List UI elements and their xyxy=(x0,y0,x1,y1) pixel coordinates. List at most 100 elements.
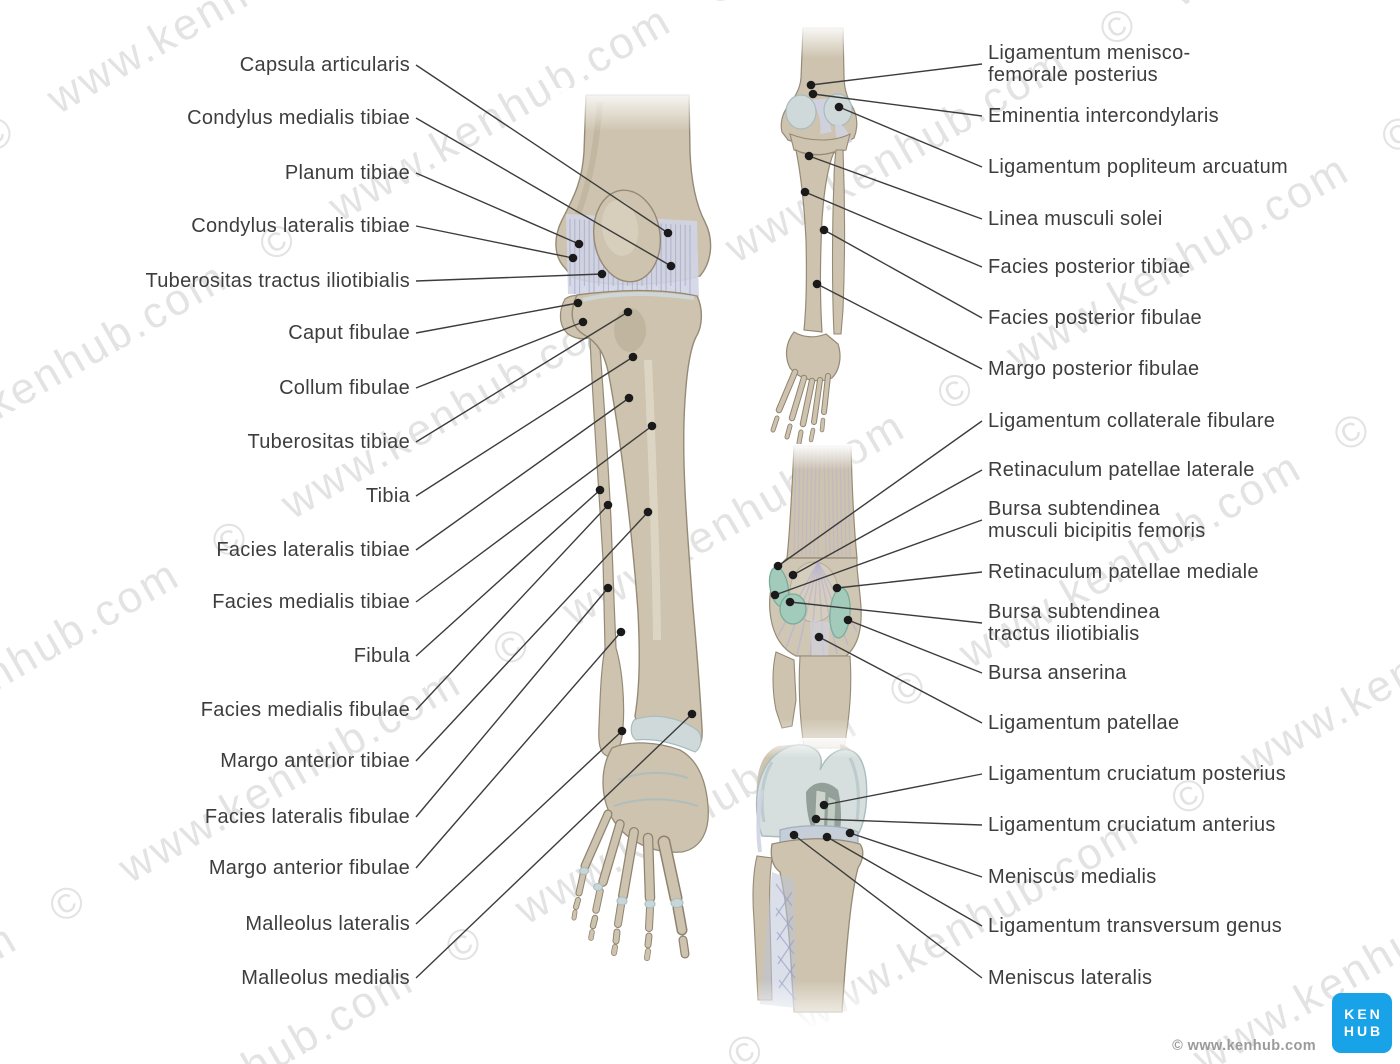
label-dot xyxy=(568,253,578,263)
label-dot xyxy=(812,279,822,289)
leader-line xyxy=(810,63,983,86)
anatomy-label-right-17: Meniscus medialis xyxy=(988,866,1157,888)
leader-line xyxy=(818,636,983,724)
anatomy-label-right-6: Facies posterior fibulae xyxy=(988,307,1202,329)
kenhub-logo: KEN HUB xyxy=(1332,993,1392,1053)
leader-line xyxy=(812,93,983,117)
anatomy-label-right-16: Ligamentum cruciatum anterius xyxy=(988,814,1276,836)
leader-line xyxy=(415,302,579,334)
leader-line xyxy=(415,321,584,389)
leader-lines xyxy=(415,63,983,979)
anatomy-label-left-16: Margo anterior fibulae xyxy=(208,857,410,879)
label-dot xyxy=(843,615,853,625)
anatomy-label-right-1: Ligamentum menisco-femorale posterius xyxy=(988,42,1191,86)
copyright-text: © www.kenhub.com xyxy=(1172,1038,1316,1054)
label-dot xyxy=(822,832,832,842)
label-dot xyxy=(687,709,697,719)
leader-line xyxy=(823,773,983,806)
label-dot xyxy=(595,485,605,495)
leader-line xyxy=(774,519,983,596)
leader-line xyxy=(415,225,574,259)
anatomy-label-right-3: Ligamentum popliteum arcuatum xyxy=(988,156,1288,178)
label-dot xyxy=(804,151,814,161)
label-dot xyxy=(832,583,842,593)
label-dot xyxy=(617,726,627,736)
anatomy-label-left-17: Malleolus lateralis xyxy=(245,913,410,935)
anatomy-label-left-2: Condylus medialis tibiae xyxy=(187,107,410,129)
leader-line xyxy=(792,469,983,576)
leader-line xyxy=(415,631,622,869)
anatomy-label-left-12: Fibula xyxy=(353,645,410,667)
leader-line xyxy=(415,356,634,497)
anatomy-label-right-4: Linea musculi solei xyxy=(988,208,1163,230)
label-dot xyxy=(785,597,795,607)
label-dot xyxy=(578,317,588,327)
anatomy-label-right-19: Meniscus lateralis xyxy=(988,967,1153,989)
anatomy-label-right-7: Margo posterior fibulae xyxy=(988,358,1200,380)
toe-joint-cartilage xyxy=(579,867,684,909)
label-dot xyxy=(666,261,676,271)
anatomy-label-right-5: Facies posterior tibiae xyxy=(988,256,1191,278)
anatomy-label-left-15: Facies lateralis fibulae xyxy=(204,806,410,828)
label-dot xyxy=(647,421,657,431)
anatomy-label-left-10: Facies lateralis tibiae xyxy=(216,539,410,561)
anatomy-label-right-2: Eminentia intercondylaris xyxy=(988,105,1219,127)
posterior-foot-bones xyxy=(770,368,831,446)
leader-line xyxy=(415,587,609,818)
main-anterior-leg-figure xyxy=(550,88,712,961)
label-dot xyxy=(770,590,780,600)
leader-line xyxy=(415,730,623,925)
leader-line xyxy=(415,511,649,762)
anatomy-label-left-18: Malleolus medialis xyxy=(241,967,410,989)
anatomy-label-right-14: Ligamentum patellae xyxy=(988,712,1180,734)
leader-line xyxy=(415,311,629,443)
label-dot xyxy=(603,583,613,593)
kenhub-logo-text-ken: KEN xyxy=(1344,1006,1383,1022)
label-dot xyxy=(573,298,583,308)
leader-line xyxy=(804,191,983,268)
label-dot xyxy=(814,632,824,642)
anatomy-label-left-9: Tibia xyxy=(365,485,410,507)
label-dot xyxy=(800,187,810,197)
label-dot xyxy=(819,225,829,235)
leader-line xyxy=(415,172,580,245)
leader-line xyxy=(415,64,669,234)
label-dot xyxy=(819,800,829,810)
label-dot xyxy=(788,570,798,580)
label-dot xyxy=(597,269,607,279)
label-dot xyxy=(623,307,633,317)
anatomy-label-left-11: Facies medialis tibiae xyxy=(212,591,410,613)
leader-line xyxy=(415,504,609,711)
label-dot xyxy=(643,507,653,517)
leader-line xyxy=(415,117,672,267)
leader-line xyxy=(849,832,983,878)
anatomy-label-right-11: Retinaculum patellae mediale xyxy=(988,561,1259,583)
anatomy-label-right-15: Ligamentum cruciatum posterius xyxy=(988,763,1287,785)
leader-line xyxy=(823,229,983,319)
label-dot xyxy=(624,393,634,403)
label-dot xyxy=(616,627,626,637)
leader-line xyxy=(415,425,653,603)
anatomy-label-left-1: Capsula articularis xyxy=(239,54,410,76)
leader-line xyxy=(816,283,983,370)
anatomy-label-right-13: Bursa anserina xyxy=(988,662,1127,684)
label-dot xyxy=(663,228,673,238)
anatomy-label-left-7: Collum fibulae xyxy=(279,377,410,399)
label-dot xyxy=(808,89,818,99)
kenhub-logo-text-hub: HUB xyxy=(1343,1023,1384,1039)
label-dot xyxy=(811,814,821,824)
anatomy-label-left-5: Tuberositas tractus iliotibialis xyxy=(145,270,410,292)
label-dot xyxy=(628,352,638,362)
leader-line xyxy=(808,155,983,220)
label-dot xyxy=(603,500,613,510)
leader-line xyxy=(793,834,983,979)
anatomy-label-left-3: Planum tibiae xyxy=(284,162,410,184)
label-dot xyxy=(789,830,799,840)
leader-line xyxy=(777,420,983,567)
anatomy-label-left-14: Margo anterior tibiae xyxy=(220,750,410,772)
leader-line xyxy=(415,489,601,657)
